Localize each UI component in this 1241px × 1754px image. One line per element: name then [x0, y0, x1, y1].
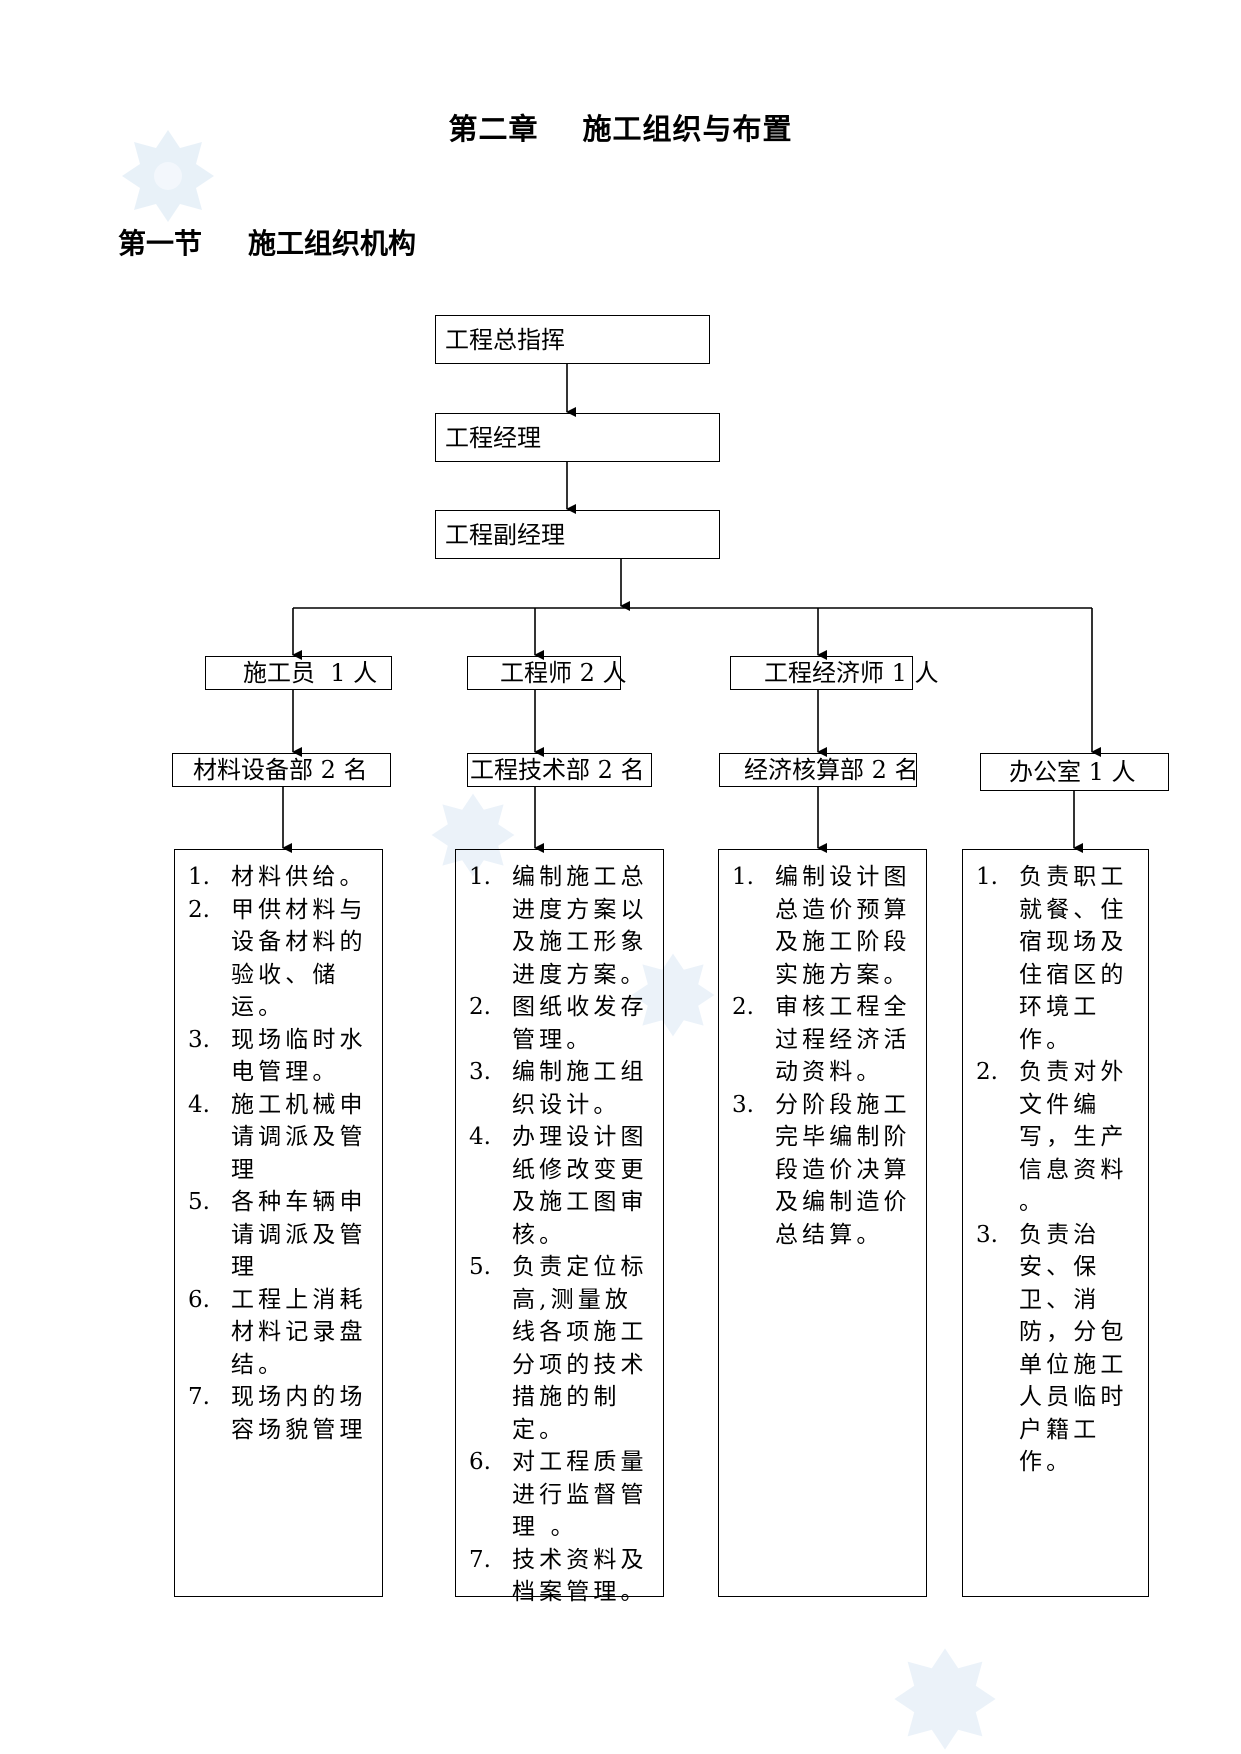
- duty-number: 1.: [188, 864, 210, 890]
- duty-text: 材料供给。: [231, 864, 367, 890]
- duty-item: 2. 负责对外文件编写，生产信息资料 。: [963, 1056, 1136, 1219]
- duty-text: 现场内的场容场貌管理: [231, 1384, 367, 1443]
- project-manager-label: 工程经理: [445, 423, 541, 452]
- duty-item: 3. 负责治安、保卫、消防，分包单位施工人员临时户籍工作。: [963, 1219, 1136, 1479]
- project-manager-box: 工程经理: [435, 413, 720, 462]
- duty-text: 办理设计图纸修改变更及施工图审核。: [512, 1124, 648, 1248]
- chief-commander-box: 工程总指挥: [435, 315, 710, 364]
- duty-text: 负责定位标高,测量放线各项施工分项的技术措施的制定。: [512, 1254, 648, 1443]
- chapter-label: 第二章: [448, 112, 539, 146]
- chapter-heading: 施工组织与布置: [582, 112, 793, 146]
- duty-text: 编制施工总进度方案以及施工形象进度方案。: [512, 864, 648, 988]
- duty-number: 5.: [469, 1254, 491, 1280]
- duty-item: 4. 办理设计图纸修改变更及施工图审核。: [456, 1121, 651, 1251]
- duty-text: 负责治安、保卫、消防，分包单位施工人员临时户籍工作。: [1019, 1221, 1128, 1476]
- duty-item: 7. 现场内的场容场貌管理: [175, 1381, 370, 1446]
- role-label: 工程经济师 1 人: [764, 659, 939, 687]
- duty-number: 7.: [469, 1546, 491, 1573]
- duty-text: 对工程质量进行监督管理 。: [512, 1449, 648, 1540]
- snowflake-watermark-icon: [431, 793, 515, 877]
- chief-commander-label: 工程总指挥: [445, 325, 565, 354]
- duty-text: 技术资料及档案管理。: [512, 1546, 648, 1606]
- section-title: 第一节 施工组织机构: [118, 222, 416, 262]
- role-label: 工程师 2 人: [500, 659, 627, 687]
- duty-number: 3.: [732, 1091, 754, 1118]
- duty-number: 2.: [732, 994, 754, 1020]
- duty-number: 7.: [188, 1384, 210, 1410]
- duty-number: 2.: [469, 994, 491, 1020]
- duty-item: 2. 审核工程全过程经济活动资料。: [719, 991, 914, 1089]
- dept-label: 经济核算部 2 名: [744, 756, 919, 784]
- dept-box-accounting: 经济核算部 2 名: [719, 753, 919, 787]
- duty-number: 3.: [188, 1026, 210, 1053]
- section-label: 第一节: [118, 227, 203, 260]
- duty-item: 5. 各种车辆申请调派及管理: [175, 1186, 370, 1284]
- duty-item: 1. 编制设计图总造价预算及施工阶段实施方案。: [719, 861, 914, 991]
- duties-box-accounting: 1.编制设计图总造价预算及施工阶段实施方案。2.审核工程全过程经济活动资料。3.…: [718, 849, 927, 1597]
- duty-item: 7. 技术资料及档案管理。: [456, 1544, 651, 1609]
- role-box-engineer: 工程师 2 人: [467, 656, 627, 690]
- deputy-manager-label: 工程副经理: [445, 520, 565, 549]
- dept-label: 材料设备部 2 名: [193, 756, 368, 784]
- duty-number: 4.: [469, 1124, 491, 1150]
- duty-number: 2.: [188, 896, 210, 923]
- duty-item: 3. 分阶段施工完毕编制阶段造价决算及编制造价总结算。: [719, 1089, 914, 1252]
- duty-list: 1. 材料供给。 2. 甲供材料与设备材料的验收、储运。 3. 现场临时水电管理。 4. 施工…: [175, 861, 370, 1446]
- duty-text: 审核工程全过程经济活动资料。: [775, 994, 911, 1085]
- duty-text: 分阶段施工完毕编制阶段造价决算及编制造价总结算。: [775, 1091, 911, 1248]
- duty-text: 编制施工组织设计。: [512, 1059, 648, 1118]
- duties-box-materials: 1. 材料供给。 2. 甲供材料与设备材料的验收、储运。 3. 现场临时水电管理。 4. 施工…: [174, 849, 383, 1597]
- snowflake-watermark-icon: [631, 953, 715, 1037]
- chapter-title: 第二章 施工组织与布置: [0, 106, 1241, 148]
- dept-box-materials: 材料设备部 2 名: [172, 753, 391, 787]
- duty-item: 5. 负责定位标高,测量放线各项施工分项的技术措施的制定。: [456, 1251, 651, 1446]
- duty-item: 1. 材料供给。: [175, 861, 370, 894]
- duty-item: 6. 工程上消耗材料记录盘结。: [175, 1284, 370, 1382]
- snowflake-watermark-icon: [122, 130, 214, 222]
- duty-item: 1. 编制施工总进度方案以及施工形象进度方案。: [456, 861, 651, 991]
- duty-text: 负责对外文件编写，生产信息资料 。: [1019, 1059, 1128, 1215]
- duty-item: 3. 现场临时水电管理。: [175, 1024, 370, 1089]
- duties-box-technical: 1. 编制施工总进度方案以及施工形象进度方案。 2. 图纸收发存管理。 3. 编制施工组织…: [455, 849, 664, 1605]
- duty-item: 2. 图纸收发存管理。: [456, 991, 651, 1056]
- duty-text: 图纸收发存管理。: [512, 994, 648, 1053]
- section-heading: 施工组织机构: [248, 227, 417, 260]
- duty-text: 甲供材料与设备材料的验收、储运。: [231, 896, 367, 1021]
- duty-number: 4.: [188, 1091, 210, 1118]
- duty-number: 6.: [469, 1449, 491, 1475]
- duty-text: 编制设计图总造价预算及施工阶段实施方案。: [775, 864, 911, 988]
- dept-box-office: 办公室 1 人: [980, 753, 1169, 791]
- duty-text: 现场临时水电管理。: [231, 1026, 367, 1086]
- duty-number: 5.: [188, 1189, 210, 1215]
- duty-number: 1.: [732, 864, 754, 890]
- duty-item: 6. 对工程质量进行监督管理 。: [456, 1446, 651, 1544]
- snowflake-watermark-icon: [894, 1648, 996, 1750]
- duty-list: 1. 负责职工就餐、住宿现场及住宿区的环境工作。 2. 负责对外文件编写，生产信息资料…: [963, 861, 1136, 1479]
- duties-box-office: 1. 负责职工就餐、住宿现场及住宿区的环境工作。 2. 负责对外文件编写，生产信息资料…: [962, 849, 1149, 1597]
- duty-item: 4. 施工机械申请调派及管理: [175, 1089, 370, 1187]
- duty-number: 3.: [976, 1221, 998, 1248]
- role-box-economist: 工程经济师 1 人: [730, 656, 939, 690]
- duty-text: 施工机械申请调派及管理: [231, 1091, 367, 1183]
- duty-number: 1.: [469, 864, 491, 890]
- duty-number: 1.: [976, 864, 998, 890]
- duty-list: 1. 编制施工总进度方案以及施工形象进度方案。 2. 图纸收发存管理。 3. 编制施工组织…: [456, 861, 651, 1609]
- duty-text: 负责职工就餐、住宿现场及住宿区的环境工作。: [1019, 864, 1128, 1053]
- duty-text: 工程上消耗材料记录盘结。: [231, 1286, 367, 1378]
- deputy-manager-box: 工程副经理: [435, 510, 720, 559]
- duty-number: 3.: [469, 1059, 491, 1085]
- duty-item: 1. 负责职工就餐、住宿现场及住宿区的环境工作。: [963, 861, 1136, 1056]
- role-label: 施工员 1 人: [243, 659, 378, 687]
- duty-list: 1.编制设计图总造价预算及施工阶段实施方案。2.审核工程全过程经济活动资料。3.…: [719, 861, 914, 1251]
- role-box-construction-worker: 施工员 1 人: [205, 656, 392, 690]
- duty-item: 2. 甲供材料与设备材料的验收、储运。: [175, 894, 370, 1024]
- duty-number: 2.: [976, 1059, 998, 1085]
- duty-text: 各种车辆申请调派及管理: [231, 1189, 367, 1280]
- dept-label: 工程技术部 2 名: [470, 756, 645, 784]
- duty-number: 6.: [188, 1286, 210, 1313]
- duty-item: 3. 编制施工组织设计。: [456, 1056, 651, 1121]
- dept-box-technical: 工程技术部 2 名: [467, 753, 652, 787]
- dept-label: 办公室 1 人: [1009, 758, 1136, 786]
